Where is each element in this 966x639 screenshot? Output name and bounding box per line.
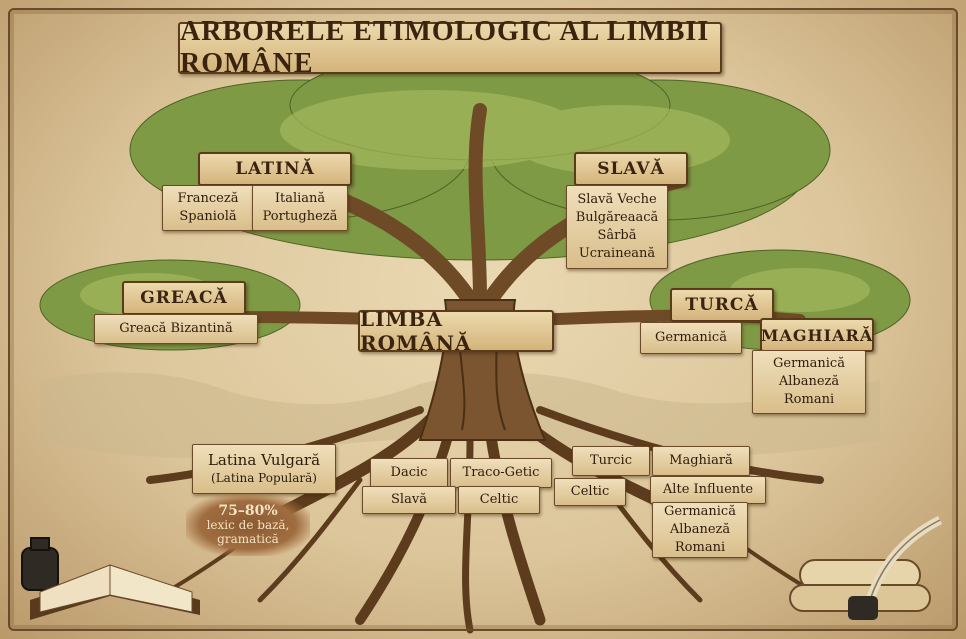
root-label: Traco-Getic — [462, 465, 540, 480]
list-item: Greacă Bizantină — [119, 321, 233, 336]
scroll-and-quill-icon — [789, 515, 943, 620]
stat-line: lexic de bază, — [206, 518, 290, 532]
list-item: Germanică — [655, 330, 727, 345]
list-item: Italiană — [274, 191, 326, 206]
root-label: Alte Influente — [662, 482, 754, 497]
list-item: Germanică — [773, 356, 845, 371]
root-label: Celtic — [479, 492, 519, 507]
root-slava: Slavă — [362, 486, 456, 514]
greaca-plank: Greacă Bizantină — [94, 314, 258, 344]
list-item: Romani — [674, 540, 726, 555]
root-label: Maghiară — [669, 453, 733, 468]
root-label: Dacic — [390, 465, 428, 480]
root-latina-vulgara: Latina Vulgară (Latina Populară) — [192, 444, 336, 494]
branch-label-maghiara: Maghiară — [750, 318, 884, 352]
list-item: Albaneză — [669, 522, 731, 537]
open-book-icon — [30, 564, 200, 620]
stat-percentage: 75–80% — [218, 503, 278, 519]
latina-left-plank: Franceză Spaniolă — [162, 185, 254, 231]
root-label: Turcic — [590, 453, 632, 468]
latin-share-stat: 75–80% lexic de bază, gramatică — [186, 494, 310, 556]
list-item: Albaneză — [778, 374, 840, 389]
list-item: Ucraineană — [578, 246, 656, 261]
root-celtic: Celtic — [458, 486, 540, 514]
stat-line: gramatică — [217, 532, 279, 546]
latina-right-plank: Italiană Portugheză — [252, 185, 348, 231]
list-item: Slavă Veche — [577, 192, 657, 207]
turca-plank: Germanică — [640, 322, 742, 354]
branch-label-slava: Slavă — [564, 152, 698, 186]
list-item: Portugheză — [262, 209, 338, 224]
root-alte-influente: Alte Influente — [650, 476, 766, 504]
slava-plank: Slavă Veche Bulgăreaacă Sârbă Ucraineană — [566, 185, 668, 269]
root-maghiara: Maghiară — [652, 446, 750, 476]
root-alte-list: Germanică Albaneză Romani — [652, 502, 748, 558]
inkwell-icon — [21, 537, 59, 591]
root-celtic-right: Celtic — [554, 478, 626, 506]
root-label: Latina Vulgară — [207, 451, 321, 469]
branch-label-greaca: Greacă — [112, 281, 256, 315]
root-label: Slavă — [391, 492, 427, 507]
root-sublabel: (Latina Populară) — [211, 471, 317, 485]
page-title: Arborele Etimologic al Limbii Române — [168, 16, 732, 79]
center-label-limba-romana: Limba Română — [348, 307, 564, 355]
branch-label-turca: Turcă — [660, 288, 784, 322]
root-dacic: Dacic — [370, 458, 448, 488]
list-item: Germanică — [664, 504, 736, 519]
list-item: Sârbă — [597, 228, 637, 243]
root-traco-getic: Traco-Getic — [450, 458, 552, 488]
list-item: Bulgăreaacă — [575, 210, 659, 225]
maghiara-plank: Germanică Albaneză Romani — [752, 350, 866, 414]
root-label: Celtic — [570, 484, 610, 499]
list-item: Franceză — [177, 191, 239, 206]
list-item: Romani — [783, 392, 835, 407]
list-item: Spaniolă — [179, 209, 237, 224]
branch-label-latina: Latină — [188, 152, 362, 186]
root-turcic: Turcic — [572, 446, 650, 476]
